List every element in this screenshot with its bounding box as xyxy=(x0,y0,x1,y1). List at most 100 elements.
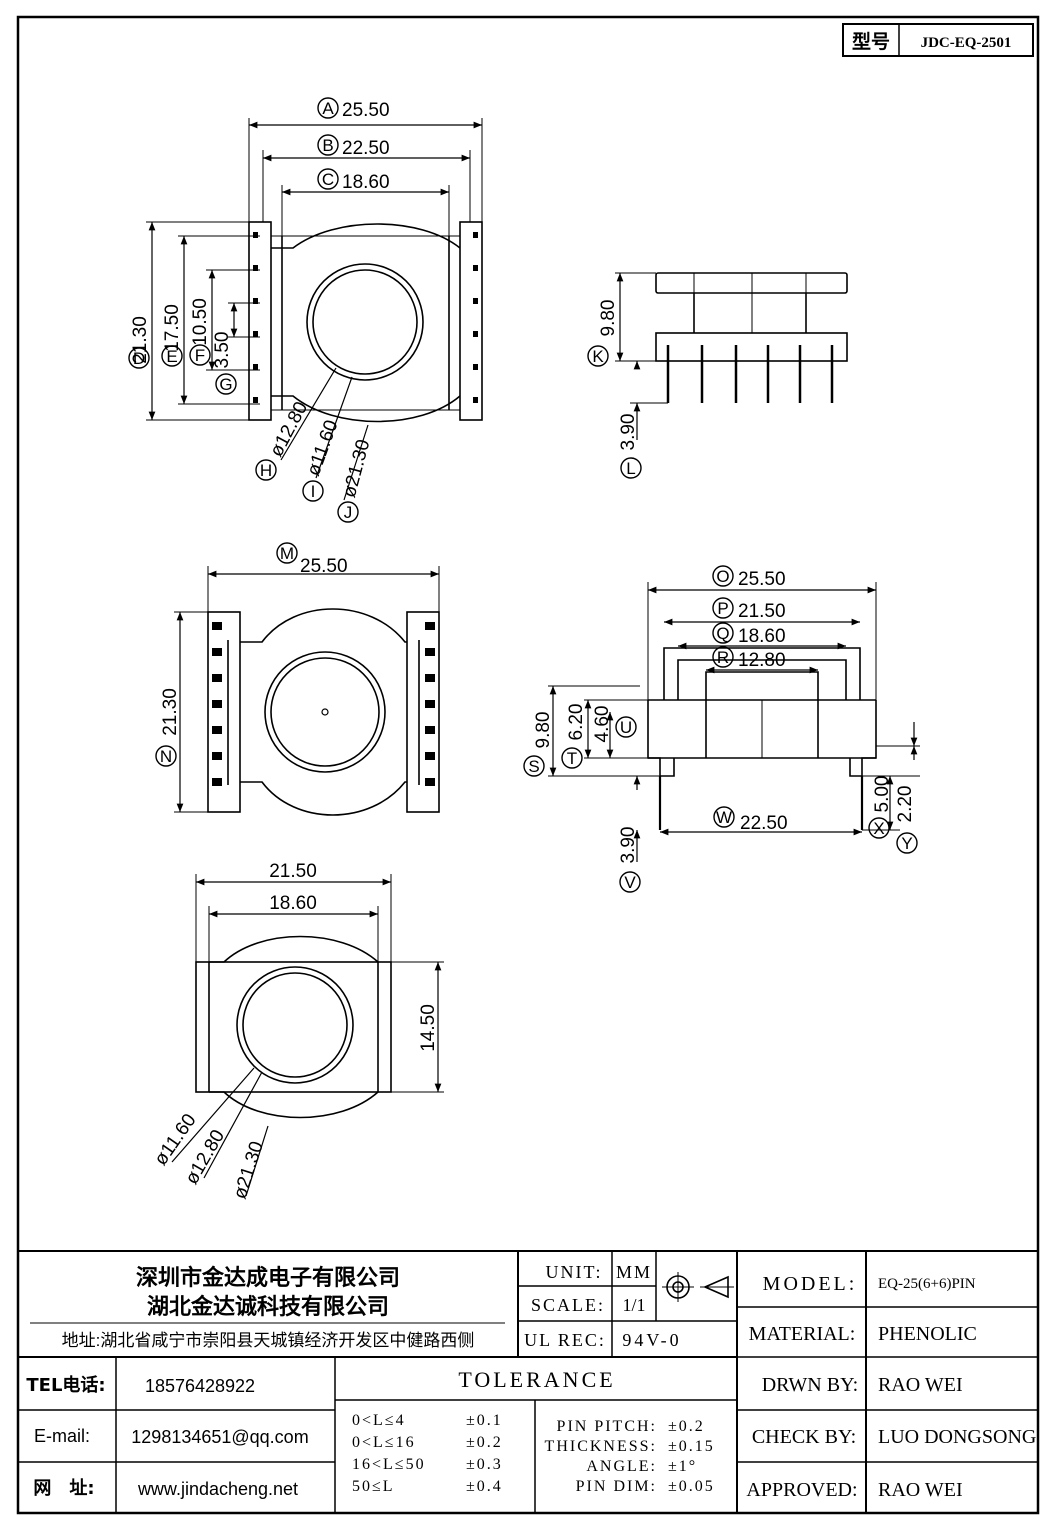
material-value: PHENOLIC xyxy=(878,1323,977,1345)
title-block xyxy=(18,1250,1038,1513)
top-hole-inner xyxy=(312,269,418,375)
dim-G-value: 3.50 xyxy=(212,332,233,369)
tol-value-0: ±0.1 xyxy=(466,1412,503,1429)
unit-value: MM xyxy=(616,1262,652,1282)
dim-O-letter: O xyxy=(716,567,729,586)
plan-view xyxy=(174,566,440,816)
dim-X-letter: X xyxy=(873,819,884,838)
tolerance-title: TOLERANCE xyxy=(458,1367,615,1392)
approved-value: RAO WEI xyxy=(878,1479,963,1501)
plan-right-rail xyxy=(406,611,440,813)
spec-tol-0: ±0.2 xyxy=(668,1418,705,1435)
dim-Q-value: 18.60 xyxy=(738,626,786,647)
model-label: MODEL: xyxy=(763,1273,858,1295)
dimension-labels: A 25.50 B 22.50 C 18.60 21.30 D 17.50 E … xyxy=(128,97,918,1202)
front-view xyxy=(548,582,920,862)
dim-T-value: 6.20 xyxy=(566,704,587,741)
dim-H-letter: H xyxy=(260,461,272,480)
bottom-width-2: 18.60 xyxy=(269,893,317,914)
drawn-label: DRWN BY: xyxy=(762,1374,859,1396)
dim-W-value: 22.50 xyxy=(740,813,788,834)
dim-E-value: 17.50 xyxy=(162,304,183,352)
dim-D-value: 21.30 xyxy=(130,316,151,364)
top-body-outline xyxy=(271,223,461,423)
dim-T-letter: T xyxy=(567,749,577,768)
check-label: CHECK BY: xyxy=(752,1426,856,1448)
dim-S-value: 9.80 xyxy=(533,712,554,749)
spec-tol-3: ±0.05 xyxy=(668,1478,715,1495)
projection-symbol-icon xyxy=(662,1272,734,1302)
type-value: JDC-EQ-2501 xyxy=(921,35,1012,51)
side-view xyxy=(615,272,848,440)
material-label: MATERIAL: xyxy=(749,1323,856,1345)
top-hole-outer xyxy=(306,263,424,381)
unit-label: UNIT: xyxy=(545,1262,602,1282)
email-label: E-mail: xyxy=(34,1426,90,1446)
tol-range-1: 0<L≤16 xyxy=(352,1434,416,1451)
ulrec-label: UL REC: xyxy=(524,1330,606,1350)
dim-O-value: 25.50 xyxy=(738,569,786,590)
email-value: 1298134651@qq.com xyxy=(131,1427,308,1447)
dim-K-letter: K xyxy=(592,347,604,366)
top-view xyxy=(146,118,483,501)
model-value: EQ-25(6+6)PIN xyxy=(878,1276,976,1292)
dim-M-letter: M xyxy=(280,544,294,563)
plan-left-rail xyxy=(207,611,241,813)
approved-label: APPROVED: xyxy=(746,1479,857,1501)
plan-body-outline xyxy=(240,608,407,816)
dim-C-value: 18.60 xyxy=(342,172,390,193)
tol-value-3: ±0.4 xyxy=(466,1478,503,1495)
bottom-width-1: 21.50 xyxy=(269,861,317,882)
dim-X-value: 5.00 xyxy=(872,776,893,813)
spec-label-2: ANGLE: xyxy=(586,1458,657,1475)
dim-N-letter: N xyxy=(160,747,172,766)
right-pin-rail xyxy=(459,221,483,421)
bottom-view xyxy=(171,874,444,1197)
dim-M-value: 25.50 xyxy=(300,556,348,577)
bottom-hole-outer xyxy=(236,966,354,1084)
ulrec-value: 94V-0 xyxy=(622,1330,681,1350)
plan-hole-inner xyxy=(270,657,380,767)
spec-tol-2: ±1° xyxy=(668,1458,697,1475)
tol-range-2: 16<L≤50 xyxy=(352,1456,426,1473)
dim-P-value: 21.50 xyxy=(738,601,786,622)
dim-I-letter: I xyxy=(311,482,316,501)
dim-L-value: 3.90 xyxy=(618,414,639,451)
part-number-box: 型号 JDC-EQ-2501 xyxy=(842,23,1034,57)
bottom-dia-3: ø21.30 xyxy=(230,1139,268,1202)
tel-value: 18576428922 xyxy=(145,1376,255,1396)
dim-H-value: ø12.80 xyxy=(266,398,312,460)
dim-F-letter: F xyxy=(195,346,205,365)
dim-A-letter: A xyxy=(322,99,334,118)
drawn-value: RAO WEI xyxy=(878,1374,963,1396)
scale-value: 1/1 xyxy=(622,1295,645,1315)
dim-F-value: 10.50 xyxy=(190,298,211,346)
tel-label: TEL电话: xyxy=(26,1374,105,1396)
sheet-border xyxy=(16,15,1040,1515)
left-pin-rail xyxy=(248,221,272,421)
scale-label: SCALE: xyxy=(531,1295,605,1315)
top-view-pin-slots xyxy=(253,232,478,403)
dim-V-letter: V xyxy=(624,873,636,892)
company-line-1: 深圳市金达成电子有限公司 xyxy=(136,1265,400,1291)
bottom-hole-inner xyxy=(242,972,348,1078)
dim-D-letter: D xyxy=(133,349,145,368)
tol-value-2: ±0.3 xyxy=(466,1456,503,1473)
dim-K-value: 9.80 xyxy=(598,300,619,337)
dim-C-letter: C xyxy=(322,170,334,189)
tol-range-0: 0<L≤4 xyxy=(352,1412,406,1429)
dim-R-letter: R xyxy=(717,648,729,667)
dim-A-value: 25.50 xyxy=(342,100,390,121)
dim-W-letter: W xyxy=(716,808,732,827)
dim-Q-letter: Q xyxy=(716,624,729,643)
dim-N-value: 21.30 xyxy=(160,688,181,736)
address: 地址:湖北省咸宁市崇阳县天城镇经济开发区中健路西侧 xyxy=(62,1331,475,1350)
spec-label-1: THICKNESS: xyxy=(545,1438,657,1455)
dim-R-value: 12.80 xyxy=(738,650,786,671)
dim-V-value: 3.90 xyxy=(618,827,639,864)
dim-U-letter: U xyxy=(620,718,632,737)
dim-Y-letter: Y xyxy=(901,834,912,853)
dim-B-letter: B xyxy=(322,136,333,155)
bottom-height: 14.50 xyxy=(418,1004,439,1052)
dim-I-value: ø11.60 xyxy=(303,417,342,478)
